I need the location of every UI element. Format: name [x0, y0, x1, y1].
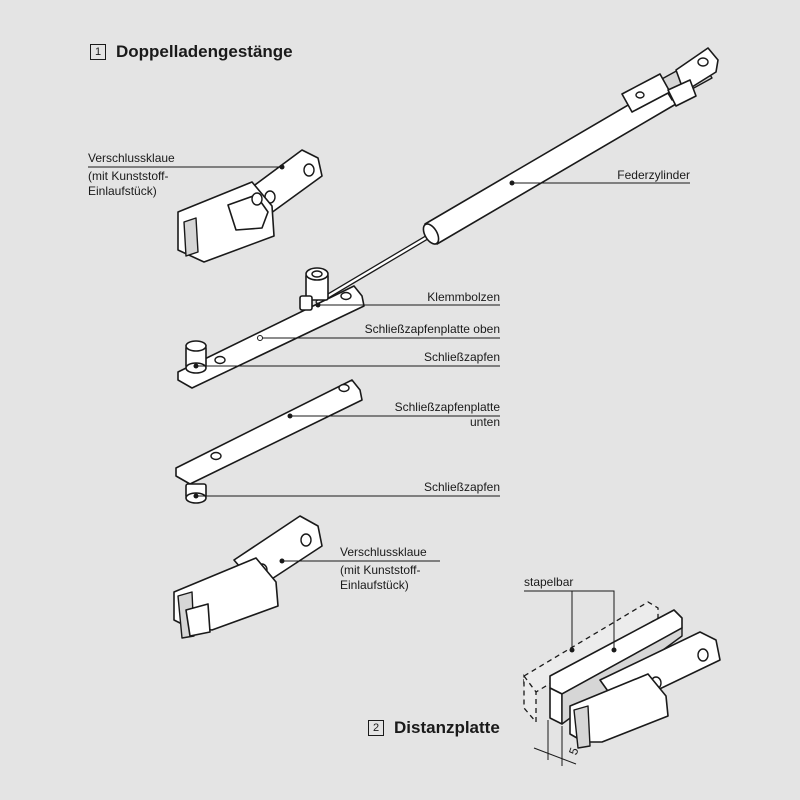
label-verschlussklaue-top: Verschlussklaue (mit Kunststoff- Einlauf… — [88, 151, 175, 199]
label-federzylinder: Federzylinder — [617, 168, 690, 182]
label-line: unten — [469, 415, 500, 429]
label-line: Einlaufstück) — [88, 184, 157, 198]
label-stapelbar: stapelbar — [524, 575, 574, 589]
label-line: Schließzapfenplatte — [394, 400, 500, 414]
label-line: (mit Kunststoff- — [340, 563, 421, 577]
label-line: Einlaufstück) — [340, 578, 409, 592]
schliesszapfenplatte-unten-part — [175, 379, 363, 504]
verschlussklaue-top-part — [177, 149, 323, 263]
label-schliesszapfenplatte-oben: Schließzapfenplatte oben — [364, 322, 500, 336]
section-number-1: 1 — [90, 44, 106, 60]
section-title-2: Distanzplatte — [394, 718, 500, 737]
verschlussklaue-bottom-part — [173, 515, 323, 639]
label-line: (mit Kunststoff- — [88, 169, 169, 183]
leader-lines — [88, 164, 690, 766]
section-heading-1: 1 Doppelladengestänge — [90, 42, 293, 62]
schliesszapfenplatte-oben-part — [177, 267, 365, 389]
section-title-1: Doppelladengestänge — [116, 42, 293, 61]
label-klemmbolzen: Klemmbolzen — [427, 290, 500, 304]
label-line: Verschlussklaue — [340, 545, 427, 559]
distanzplatte-part — [523, 601, 721, 749]
label-schliesszapfen-1: Schließzapfen — [423, 350, 500, 364]
federzylinder-part — [315, 47, 719, 305]
label-schliesszapfenplatte-unten: Schließzapfenplatte unten — [395, 400, 500, 430]
label-schliesszapfen-2: Schließzapfen — [423, 480, 500, 494]
label-line: Verschlussklaue — [88, 151, 175, 165]
section-number-2: 2 — [368, 720, 384, 736]
label-verschlussklaue-bottom: Verschlussklaue (mit Kunststoff- Einlauf… — [340, 545, 427, 593]
section-heading-2: 2 Distanzplatte — [368, 718, 500, 738]
